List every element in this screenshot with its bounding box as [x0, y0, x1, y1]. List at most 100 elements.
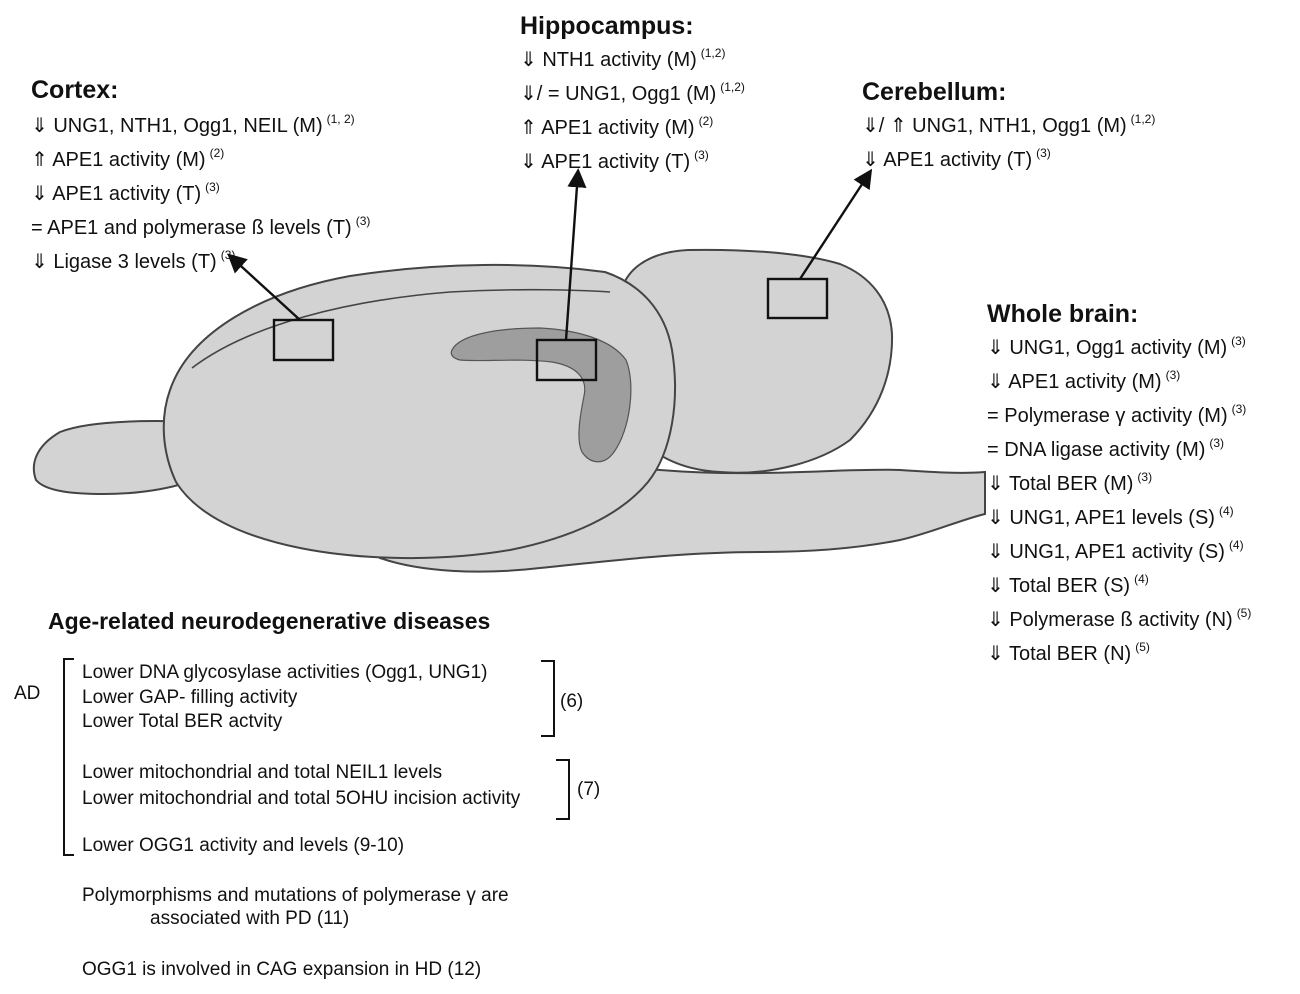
whole-brain-item-text: ⇓ Total BER (S) [987, 575, 1131, 597]
whole-brain-item-ref: (4) [1134, 572, 1149, 586]
whole-brain-item-ref: (3) [1209, 436, 1225, 450]
cortex-region-box [272, 318, 335, 362]
cortex-title: Cortex: [31, 76, 119, 104]
hippocampus-item: ⇑ APE1 activity (M)(2) [520, 108, 745, 142]
cerebellum-item-ref: (3) [1036, 146, 1051, 160]
cortex-surface-line [191, 288, 611, 369]
cerebellum-panel: Cerebellum: ⇓/ ⇑ UNG1, NTH1, Ogg1 (M)(1,… [862, 78, 1155, 174]
group2-bracket [556, 759, 570, 820]
cerebellum-item: ⇓/ ⇑ UNG1, NTH1, Ogg1 (M)(1,2) [862, 106, 1155, 140]
cortex-item-text: ⇓ Ligase 3 levels (T) [31, 251, 217, 273]
whole-brain-item-ref: (5) [1135, 640, 1150, 654]
whole-brain-item-text: ⇓ UNG1, Ogg1 activity (M) [987, 337, 1228, 359]
hippocampus-shape [450, 327, 632, 463]
hippocampus-item-text: ⇑ APE1 activity (M) [520, 117, 695, 139]
whole-brain-item-text: ⇓ UNG1, APE1 levels (S) [987, 507, 1215, 529]
hippocampus-panel: Hippocampus: ⇓ NTH1 activity (M)(1,2) ⇓/… [520, 12, 745, 176]
whole-brain-item: ⇓ Polymerase ß activity (N)(5) [987, 600, 1251, 634]
cortex-panel: Cortex: ⇓ UNG1, NTH1, Ogg1, NEIL (M)(1, … [31, 76, 370, 276]
cortex-item-text: ⇑ APE1 activity (M) [31, 149, 206, 171]
whole-brain-title: Whole brain: [987, 300, 1139, 328]
ad-group1-item: Lower Total BER actvity [82, 711, 283, 732]
cerebellum-title: Cerebellum: [862, 78, 1007, 106]
whole-brain-item-ref: (3) [1165, 368, 1181, 382]
cortex-item: = APE1 and polymerase ß levels (T)(3) [31, 208, 370, 242]
whole-brain-list: ⇓ UNG1, Ogg1 activity (M)(3) ⇓ APE1 acti… [987, 328, 1251, 668]
hippocampus-arrow [564, 168, 587, 341]
ad-group1-ref: (6) [560, 691, 584, 712]
cortex-item-ref: (3) [220, 248, 236, 262]
cortex-arrow [227, 253, 301, 321]
cerebellum-item-text: ⇓ APE1 activity (T) [862, 149, 1033, 171]
cortex-item: ⇓ UNG1, NTH1, Ogg1, NEIL (M)(1, 2) [31, 106, 370, 140]
ad-group2-ref: (7) [577, 779, 601, 800]
cerebellum-item: ⇓ APE1 activity (T)(3) [862, 140, 1155, 174]
hippocampus-item-text: ⇓ NTH1 activity (M) [520, 49, 697, 71]
cerebellum-item-text: ⇓/ ⇑ UNG1, NTH1, Ogg1 (M) [862, 115, 1127, 137]
cortex-item-text: ⇓ APE1 activity (T) [31, 183, 202, 205]
whole-brain-panel: Whole brain: ⇓ UNG1, Ogg1 activity (M)(3… [987, 300, 1251, 668]
whole-brain-item-text: = DNA ligase activity (M) [987, 439, 1206, 461]
whole-brain-item: = DNA ligase activity (M)(3) [987, 430, 1251, 464]
whole-brain-item: ⇓ UNG1, Ogg1 activity (M)(3) [987, 328, 1251, 362]
whole-brain-item-ref: (3) [1231, 334, 1246, 348]
hippocampus-item-ref: (1,2) [720, 80, 745, 94]
pd-line-2: associated with PD (11) [150, 908, 350, 929]
cerebellum-item-ref: (1,2) [1130, 112, 1156, 126]
whole-brain-item: ⇓ UNG1, APE1 levels (S)(4) [987, 498, 1251, 532]
whole-brain-item-ref: (4) [1228, 538, 1244, 552]
cortex-item-text: ⇓ UNG1, NTH1, Ogg1, NEIL (M) [31, 115, 323, 137]
pd-line-1: Polymorphisms and mutations of polymeras… [82, 885, 509, 906]
hippocampus-item-ref: (3) [694, 148, 709, 162]
ad-label: AD [14, 683, 41, 704]
hippocampus-item-ref: (1,2) [700, 46, 726, 60]
whole-brain-item-ref: (3) [1137, 470, 1153, 484]
ad-group1-item: Lower DNA glycosylase activities (Ogg1, … [82, 662, 488, 683]
hippocampus-item: ⇓ NTH1 activity (M)(1,2) [520, 40, 745, 74]
diseases-title: Age-related neurodegenerative diseases [48, 608, 491, 634]
cerebellum-region-box [766, 277, 829, 320]
cerebellum-arrow [798, 168, 873, 280]
cortex-item-ref: (2) [209, 146, 225, 160]
hippocampus-item-text: ⇓ APE1 activity (T) [520, 151, 691, 173]
cerebellum-list: ⇓/ ⇑ UNG1, NTH1, Ogg1 (M)(1,2) ⇓ APE1 ac… [862, 106, 1155, 174]
hippocampus-item: ⇓ APE1 activity (T)(3) [520, 142, 745, 176]
whole-brain-item: = Polymerase γ activity (M)(3) [987, 396, 1251, 430]
group1-bracket [541, 660, 555, 737]
ad-group2: Lower mitochondrial and total NEIL1 leve… [82, 760, 520, 812]
whole-brain-item: ⇓ APE1 activity (M)(3) [987, 362, 1251, 396]
whole-brain-item-ref: (4) [1218, 504, 1234, 518]
cortex-list: ⇓ UNG1, NTH1, Ogg1, NEIL (M)(1, 2) ⇑ APE… [31, 106, 370, 276]
whole-brain-item-text: ⇓ Total BER (M) [987, 473, 1134, 495]
whole-brain-item: ⇓ Total BER (N)(5) [987, 634, 1251, 668]
hd-line: OGG1 is involved in CAG expansion in HD … [82, 959, 482, 980]
hippocampus-list: ⇓ NTH1 activity (M)(1,2) ⇓/ = UNG1, Ogg1… [520, 40, 745, 176]
hippocampus-item: ⇓/ = UNG1, Ogg1 (M)(1,2) [520, 74, 745, 108]
cortex-item-text: = APE1 and polymerase ß levels (T) [31, 217, 352, 239]
ad-group1-item: Lower GAP- filling activity [82, 686, 298, 708]
ad-group2-item: Lower mitochondrial and total 5OHU incis… [82, 788, 521, 809]
whole-brain-item-ref: (5) [1236, 606, 1252, 620]
cortex-item: ⇓ APE1 activity (T)(3) [31, 174, 370, 208]
hippocampus-title: Hippocampus: [520, 12, 694, 40]
cortex-item-ref: (3) [205, 180, 220, 194]
cortex-item-ref: (1, 2) [326, 112, 355, 126]
hippocampus-item-ref: (2) [698, 114, 714, 128]
ad-group2-item: Lower mitochondrial and total NEIL1 leve… [82, 762, 443, 783]
whole-brain-item: ⇓ Total BER (S)(4) [987, 566, 1251, 600]
whole-brain-item-text: = Polymerase γ activity (M) [987, 405, 1228, 427]
ad-group1: Lower DNA glycosylase activities (Ogg1, … [82, 661, 487, 735]
cortex-item: ⇓ Ligase 3 levels (T)(3) [31, 242, 370, 276]
whole-brain-item: ⇓ Total BER (M)(3) [987, 464, 1251, 498]
ogg1-line: Lower OGG1 activity and levels (9-10) [82, 835, 405, 856]
ad-bracket [63, 658, 74, 856]
hippocampus-item-text: ⇓/ = UNG1, Ogg1 (M) [520, 83, 717, 105]
cortex-item-ref: (3) [355, 214, 371, 228]
whole-brain-item: ⇓ UNG1, APE1 activity (S)(4) [987, 532, 1251, 566]
whole-brain-item-text: ⇓ Total BER (N) [987, 643, 1132, 665]
whole-brain-item-ref: (3) [1231, 402, 1247, 416]
whole-brain-item-text: ⇓ UNG1, APE1 activity (S) [987, 541, 1225, 563]
whole-brain-item-text: ⇓ Polymerase ß activity (N) [987, 609, 1233, 631]
